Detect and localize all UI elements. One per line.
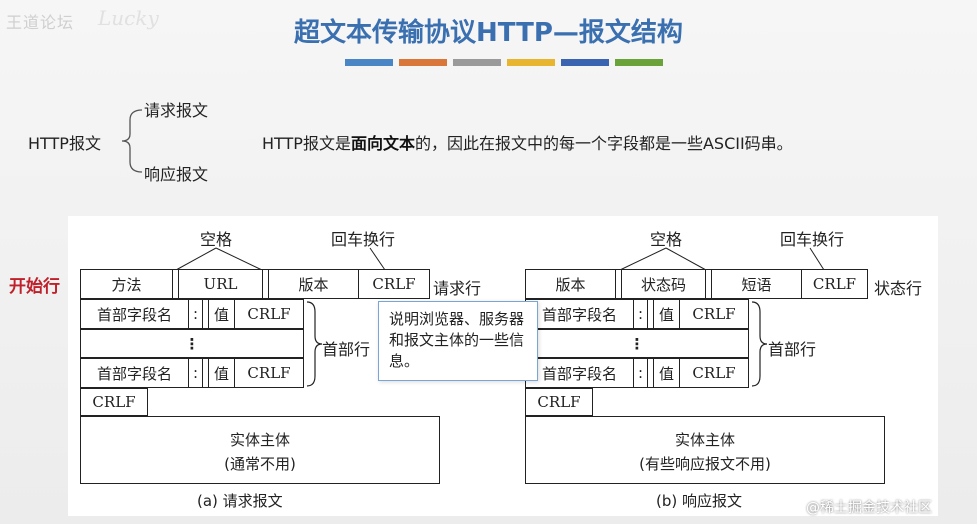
status-code-cell: 状态码 — [622, 270, 706, 298]
request-header-label: 首部行 — [322, 340, 371, 359]
response-message-label: 响应报文 — [144, 165, 209, 184]
request-header-brace-icon — [306, 301, 323, 387]
color-segment — [615, 59, 663, 66]
status-line: 版本 状态码 短语 CRLF — [525, 269, 868, 299]
response-header-row: 首部字段名 : 值 CRLF — [525, 299, 749, 329]
request-space-label: 空格 — [200, 230, 233, 249]
response-pointer-lines — [619, 247, 825, 271]
response-header-label: 首部行 — [768, 340, 817, 359]
response-header-row: 首部字段名 : 值 CRLF — [525, 358, 749, 388]
value-cell: 值 — [654, 300, 680, 328]
value-cell: 值 — [654, 359, 680, 387]
color-segment — [507, 59, 555, 66]
response-space-label: 空格 — [650, 230, 683, 249]
status-line-label: 状态行 — [874, 279, 923, 298]
logo-watermark: Lucky — [98, 6, 159, 30]
value-cell: 值 — [209, 359, 235, 387]
response-body-note: (有些响应报文不用) — [639, 455, 771, 473]
space-gap — [616, 270, 622, 298]
space-gap — [203, 300, 209, 328]
space-gap — [263, 270, 269, 298]
request-pointer-lines — [175, 247, 386, 271]
colon-cell: : — [634, 300, 648, 328]
request-line-label: 请求行 — [433, 279, 482, 298]
header-name-cell: 首部字段名 — [526, 359, 634, 387]
response-body-title: 实体主体 — [674, 431, 735, 449]
title-color-bar — [345, 59, 663, 66]
statement-bold: 面向文本 — [350, 134, 415, 153]
space-gap — [706, 270, 712, 298]
request-header-ellipsis-row: ⋮ — [80, 329, 304, 358]
response-caption: (b) 响应报文 — [656, 492, 742, 510]
color-segment — [345, 59, 393, 66]
value-cell: 值 — [209, 300, 235, 328]
brace-icon — [121, 109, 143, 173]
request-body-note: (通常不用) — [224, 455, 296, 473]
header-crlf-cell: CRLF — [692, 364, 736, 382]
statement-suffix: 的，因此在报文中的每一个字段都是一些ASCII码串。 — [414, 134, 793, 153]
colon-cell: : — [634, 359, 648, 387]
header-name-cell: 首部字段名 — [81, 300, 189, 328]
request-version-cell: 版本 — [269, 270, 359, 298]
statement-prefix: HTTP报文是 — [262, 134, 351, 153]
request-caption: (a) 请求报文 — [197, 492, 283, 510]
color-segment — [453, 59, 501, 66]
header-info-callout: 说明浏览器、服务器和报文主体的一些信息。 — [378, 301, 538, 381]
forum-watermark: 王道论坛 — [6, 13, 75, 32]
colon-cell: : — [189, 300, 203, 328]
space-gap — [648, 300, 654, 328]
request-body-title: 实体主体 — [229, 431, 290, 449]
header-name-cell: 首部字段名 — [526, 300, 634, 328]
response-version-cell: 版本 — [526, 270, 616, 298]
request-url-cell: URL — [179, 270, 263, 298]
response-header-brace-icon — [751, 301, 768, 387]
response-body: 实体主体 (有些响应报文不用) — [525, 416, 885, 484]
page-title: 超文本传输协议HTTP—报文结构 — [294, 18, 683, 48]
empty-line-crlf: CRLF — [537, 393, 581, 411]
request-header-row: 首部字段名 : 值 CRLF — [80, 358, 304, 388]
vertical-ellipsis: ⋮ — [629, 334, 645, 353]
header-crlf-cell: CRLF — [247, 364, 291, 382]
http-message-label: HTTP报文 — [28, 134, 101, 153]
vertical-ellipsis: ⋮ — [184, 334, 200, 353]
start-line-label: 开始行 — [9, 277, 60, 297]
request-header-row: 首部字段名 : 值 CRLF — [80, 299, 304, 329]
response-crlf-cell: CRLF — [812, 275, 857, 293]
space-gap — [173, 270, 179, 298]
phrase-cell: 短语 — [712, 270, 802, 298]
response-header-ellipsis-row: ⋮ — [525, 329, 749, 358]
request-message-label: 请求报文 — [144, 101, 209, 120]
space-gap — [648, 359, 654, 387]
request-crlf-cell: CRLF — [372, 275, 416, 293]
colon-cell: : — [189, 359, 203, 387]
header-crlf-cell: CRLF — [247, 305, 291, 323]
request-method-cell: 方法 — [81, 270, 173, 298]
response-empty-line: CRLF — [525, 388, 593, 416]
request-empty-line: CRLF — [80, 388, 148, 416]
copyright-watermark: @稀土掘金技术社区 — [806, 500, 932, 516]
response-crlf-label: 回车换行 — [780, 230, 845, 249]
request-body: 实体主体 (通常不用) — [80, 416, 440, 484]
header-crlf-cell: CRLF — [692, 305, 736, 323]
header-name-cell: 首部字段名 — [81, 359, 189, 387]
text-statement: HTTP报文是面向文本的，因此在报文中的每一个字段都是一些ASCII码串。 — [262, 130, 793, 154]
color-segment — [399, 59, 447, 66]
color-segment — [561, 59, 609, 66]
space-gap — [203, 359, 209, 387]
request-crlf-label: 回车换行 — [331, 230, 396, 249]
request-line: 方法 URL 版本 CRLF — [80, 269, 430, 299]
empty-line-crlf: CRLF — [92, 393, 136, 411]
